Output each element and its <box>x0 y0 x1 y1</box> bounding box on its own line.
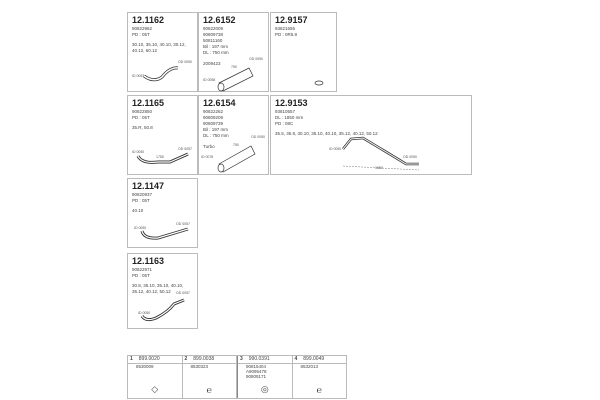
dim-label: ID 0058 <box>203 78 215 82</box>
ref: DL : 750 mm <box>203 50 229 55</box>
ref: PD : 05T <box>132 273 150 278</box>
ref: 90820937 <box>132 192 153 197</box>
dim-label: ID 0050 <box>138 311 150 315</box>
pipe-drawing: ID 0050 OD 0050 1850 <box>329 136 420 171</box>
dim-label: ID 0078 <box>201 155 213 159</box>
part-number: 990.0391 <box>248 356 270 362</box>
ref: 90809739 <box>203 121 224 126</box>
part-number: 12.9157 <box>275 15 308 25</box>
note: 2009423 <box>203 61 221 66</box>
dim-label: OD 0050 <box>249 57 263 61</box>
ref: 93821655 <box>275 26 296 31</box>
ref: 93810557 <box>275 109 296 114</box>
dim-label: OD 0050 <box>251 135 265 139</box>
dim-label: ID 0053 <box>132 74 144 78</box>
ref: PD : 08C <box>275 121 294 126</box>
rubber-ring-icon: ◎ <box>260 384 269 394</box>
dim-label: 1755 <box>156 155 164 159</box>
ref: 90822009 <box>203 26 224 31</box>
ref: 90822971 <box>132 267 153 272</box>
ref: 8532013 <box>300 364 319 369</box>
part-box-12-9157[interactable]: 12.9157 93821655 PD : 0R5.8 <box>270 12 337 92</box>
part-number: 12.1147 <box>132 181 165 191</box>
clamp-drawing <box>314 80 324 86</box>
dim-label: ID 0050 <box>132 150 144 154</box>
ref: Bil : 197 mm <box>203 127 229 132</box>
index: 1 <box>130 356 133 362</box>
ref: 90809209 <box>203 115 224 120</box>
dim-label: ID 0050 <box>329 147 341 151</box>
muffler-drawing: ID 0078 OD 0050 750 <box>201 135 265 173</box>
ref: 50811160 <box>203 38 223 43</box>
dim-label: OD 0050 <box>403 155 417 159</box>
dim-label: OD 0057 <box>178 147 192 151</box>
ref: Bil : 197 mm <box>203 44 229 49</box>
index: 4 <box>294 356 298 362</box>
dim-label: 1850 <box>375 166 383 170</box>
dim-label: 750 <box>233 143 239 147</box>
part-number: 12.9153 <box>275 98 308 108</box>
part-number: 12.1165 <box>132 98 165 108</box>
dim-label: OD 0057 <box>176 222 190 226</box>
clamp-icon: ℮ <box>206 385 212 395</box>
ref: 8530009 <box>136 364 154 369</box>
ref: 90809738 <box>203 32 224 37</box>
accessory-4[interactable]: 4 899.0049 8532013 ℮ <box>292 356 346 398</box>
ref: 90822262 <box>203 109 224 114</box>
dim-label: OD 0050 <box>178 60 192 64</box>
part-box-12-1162[interactable]: 12.1162 90822962 PD : 05T 30.10, 35.10, … <box>127 12 198 92</box>
ref: 90809171 <box>246 374 267 379</box>
note: 30.10, 35.10, 40.10, 30.12, <box>132 42 186 47</box>
part-number: 899.0038 <box>193 356 215 362</box>
part-number: 899.0049 <box>303 356 325 362</box>
part-number: 12.6152 <box>203 15 236 25</box>
accessory-1[interactable]: 1 899.0020 8530009 ◇ <box>128 356 183 398</box>
ref: PD : 05T <box>132 115 150 120</box>
ref: 90822962 <box>132 26 153 31</box>
note: 35.5, 35.8, 30.10, 35.10, 40.10, 35.12, … <box>275 131 378 136</box>
gasket-icon: ◇ <box>151 384 159 394</box>
ref: A9095478 <box>246 369 267 374</box>
note: 40.12, 60.12 <box>132 48 158 53</box>
ref: PD : 0R5.8 <box>275 32 298 37</box>
dim-label: ID 0050 <box>134 226 146 230</box>
note: 35.R, 50.8 <box>132 125 153 130</box>
accessory-3[interactable]: 3 990.0391 90815404 A9095478 90809171 ◎ <box>237 356 293 398</box>
part-box-12-6152[interactable]: 12.6152 90822009 90809738 50811160 Bil :… <box>198 12 269 92</box>
dim-label: 750 <box>231 65 237 69</box>
ref: DL : 1850 mm <box>275 115 304 120</box>
pipe-drawing: ID 0050 OD 0057 <box>138 291 190 322</box>
part-box-12-1165[interactable]: 12.1165 90822850 PD : 05T 35.R, 50.8 ID … <box>127 95 198 175</box>
part-number: 899.0020 <box>138 356 160 362</box>
clamp-icon: ℮ <box>316 385 322 395</box>
note: Turbo <box>203 144 215 149</box>
note: 40.10 <box>132 208 144 213</box>
part-box-12-9153[interactable]: 12.9153 93810557 DL : 1850 mm PD : 08C 3… <box>270 95 472 175</box>
part-number: 12.6154 <box>203 98 236 108</box>
part-box-12-1163[interactable]: 12.1163 90822971 PD : 05T 30.8, 35.10, 3… <box>127 253 198 329</box>
part-number: 12.1162 <box>132 15 165 25</box>
ref: 8530323 <box>190 364 209 369</box>
part-number: 12.1163 <box>132 256 165 266</box>
ref: 90815404 <box>246 364 267 369</box>
ref: PD : 05T <box>132 198 150 203</box>
index: 2 <box>184 356 188 362</box>
pipe-drawing: ID 0050 OD 0057 <box>134 222 190 240</box>
note: 30.8, 35.10, 35.10, 40.10, <box>132 283 184 288</box>
note: 35.12, 40.12, 50.12 <box>132 289 171 294</box>
ref: DL : 750 mm <box>203 133 229 138</box>
dim-label: OD 0057 <box>176 291 190 295</box>
pipe-drawing: ID 0050 OD 0057 1755 <box>132 147 192 164</box>
accessory-2[interactable]: 2 899.0038 8530323 ℮ <box>182 356 237 398</box>
pipe-drawing: ID 0053 OD 0050 <box>132 60 192 82</box>
part-box-12-1147[interactable]: 12.1147 90820937 PD : 05T 40.10 ID 0050 … <box>127 178 198 248</box>
muffler-drawing: ID 0058 OD 0050 750 <box>203 57 263 92</box>
ref: 90822850 <box>132 109 153 114</box>
ref: PD : 05T <box>132 32 150 37</box>
index: 3 <box>240 356 243 362</box>
part-box-12-6154[interactable]: 12.6154 90822262 90809209 90809739 Bil :… <box>198 95 269 175</box>
